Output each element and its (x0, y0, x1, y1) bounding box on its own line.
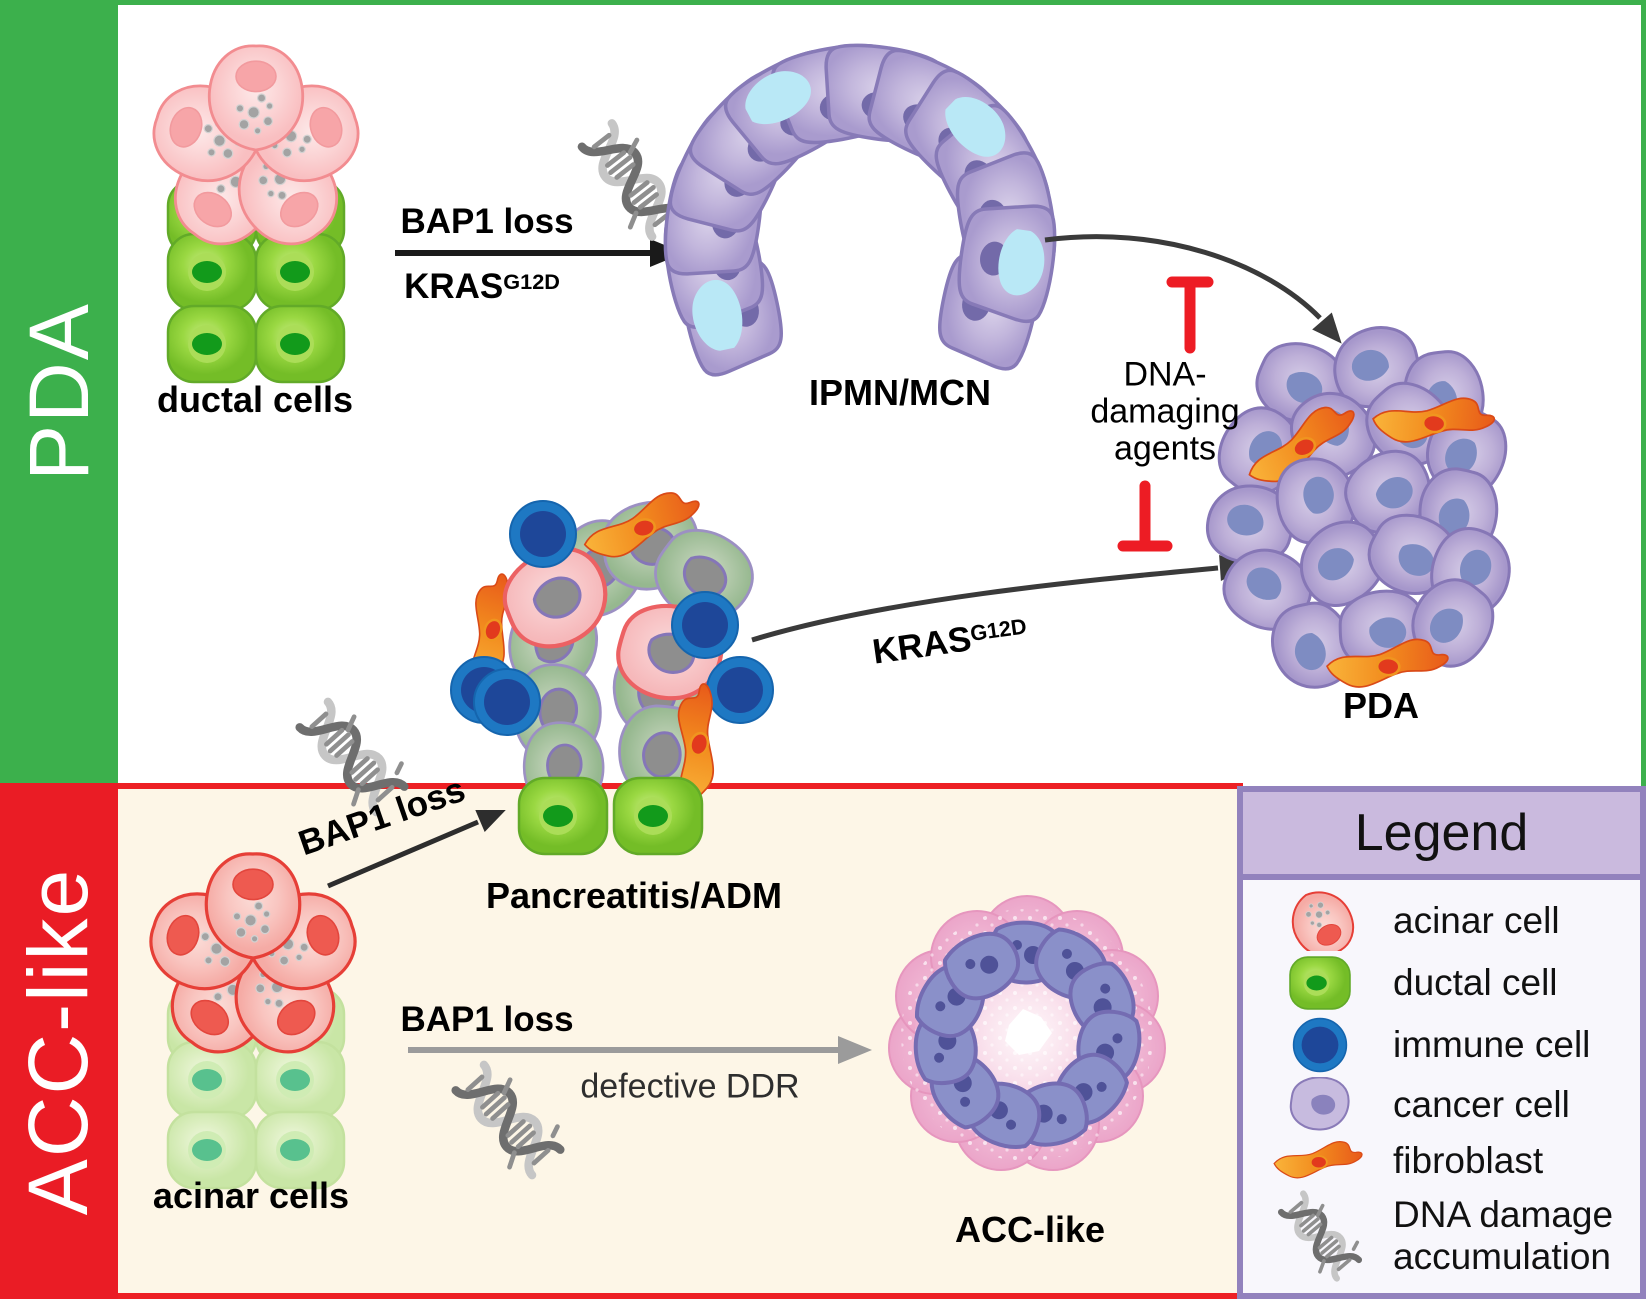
legend-title: Legend (1243, 792, 1640, 880)
legend-label-fibroblast: fibroblast (1393, 1140, 1544, 1181)
immune-cell-icon (706, 656, 774, 724)
ductal-cells-label: ductal cells (156, 379, 354, 420)
legend-label-immune: immune cell (1393, 1024, 1591, 1065)
bap1-kras-arrow (395, 239, 684, 267)
bap1-loss-top-label: BAP1 loss (400, 202, 574, 241)
kras-top-label: KRASG12D (404, 267, 560, 306)
pda-label: PDA (1342, 685, 1420, 726)
acinar-to-adm-arrow (327, 809, 506, 889)
cancer-cell-icon (1260, 1077, 1380, 1133)
ductal-cells-illustration (143, 46, 370, 382)
legend-row-acinar: acinar cell (1247, 890, 1636, 952)
ipmn-mcn-illustration (657, 37, 1063, 381)
ductal-cell-icon (1260, 954, 1380, 1012)
legend-label-acinar: acinar cell (1393, 900, 1560, 941)
inhibition-tbar-top (1166, 276, 1214, 354)
acc-sidebar: ACC-like (0, 783, 118, 1299)
immune-cell-icon (1292, 1017, 1348, 1073)
acc-bottom-border (118, 1293, 1243, 1299)
fibroblast-icon (1273, 1140, 1363, 1179)
legend-body: acinar cell ductal cell immune cell canc… (1243, 880, 1640, 1293)
acc-like-label: ACC-like (954, 1209, 1106, 1250)
acinar-to-acc-arrow (408, 1036, 872, 1064)
ipmn-mcn-label: IPMN/MCN (809, 372, 991, 413)
legend-row-fibroblast: fibroblast (1247, 1134, 1636, 1188)
acinar-cell-icon (1260, 891, 1380, 951)
ipmn-to-pda-arrow (1044, 234, 1342, 344)
dna-damage-icon (447, 1056, 570, 1183)
legend-label-ductal: ductal cell (1393, 962, 1558, 1003)
acinar-cells-label: acinar cells (152, 1175, 350, 1216)
legend-panel: Legend acinar cell ductal cell immune ce… (1237, 786, 1646, 1299)
pancreatitis-adm-illustration (447, 484, 774, 854)
pancreatitis-adm-label: Pancreatitis/ADM (485, 875, 783, 916)
legend-label-cancer: cancer cell (1393, 1084, 1570, 1125)
bap1-loss-bottom-label: BAP1 loss (400, 1000, 574, 1039)
inhibition-tbar-bottom (1117, 480, 1173, 552)
dna-damaging-agents-label: DNA- damaging agents (1090, 355, 1240, 468)
legend-row-cancer: cancer cell (1247, 1076, 1636, 1134)
legend-row-immune: immune cell (1247, 1014, 1636, 1076)
acinar-cells-illustration (140, 854, 367, 1188)
legend-row-ductal: ductal cell (1247, 952, 1636, 1014)
pda-region-background (118, 0, 1646, 786)
immune-cell-icon (509, 500, 577, 568)
legend-label-dna: DNA damage accumulation (1393, 1194, 1614, 1277)
immune-cell-icon (671, 591, 739, 659)
dna-damage-icon (1260, 1188, 1380, 1284)
pda-tumor-illustration (1205, 316, 1519, 698)
defective-ddr-label: defective DDR (580, 1067, 800, 1106)
acc-like-illustration (888, 895, 1166, 1171)
immune-cell-icon (473, 668, 541, 736)
legend-row-dna: DNA damage accumulation (1247, 1188, 1636, 1284)
pda-sidebar: PDA (0, 0, 118, 783)
